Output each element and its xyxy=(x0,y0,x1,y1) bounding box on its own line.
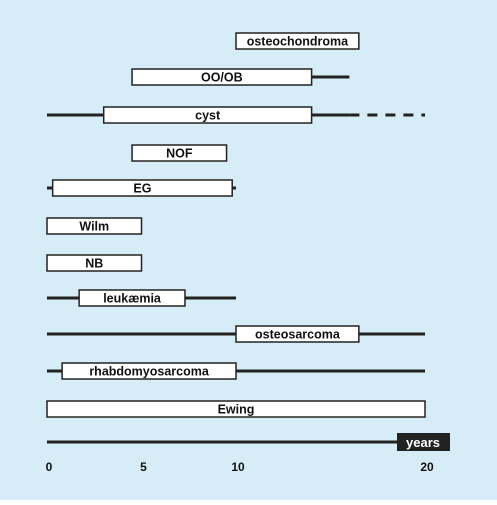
row-nb: NB xyxy=(46,254,143,272)
range-box xyxy=(51,179,233,197)
row-label: Ewing xyxy=(218,403,255,417)
range-box xyxy=(102,106,313,124)
tick-label: 5 xyxy=(140,460,147,474)
range-box xyxy=(46,254,143,272)
row-label: NB xyxy=(85,257,103,271)
tick-label: 20 xyxy=(420,460,434,474)
tick-label: 0 xyxy=(46,460,53,474)
range-box xyxy=(78,289,186,307)
row-label: OO/OB xyxy=(201,71,243,85)
range-box xyxy=(131,68,313,86)
row-label: rhabdomyosarcoma xyxy=(89,365,210,379)
axis-label-box xyxy=(397,433,450,451)
axis-label: years xyxy=(406,435,440,450)
row-label: Wilm xyxy=(79,220,109,234)
range-box xyxy=(46,400,426,418)
row-label: EG xyxy=(133,182,151,196)
range-box xyxy=(235,32,360,50)
range-box xyxy=(61,362,237,380)
row-ewing: Ewing xyxy=(46,400,426,418)
range-box xyxy=(131,144,228,162)
range-box xyxy=(235,325,360,343)
row-cyst: cyst xyxy=(47,106,425,124)
row-label: osteochondroma xyxy=(247,35,349,49)
x-axis: years 0 5 10 20 xyxy=(46,433,450,474)
row-nof: NOF xyxy=(131,144,228,162)
row-label: NOF xyxy=(166,147,193,161)
row-osteochondroma: osteochondroma xyxy=(235,32,360,50)
row-label: cyst xyxy=(195,109,221,123)
row-oo-ob: OO/OB xyxy=(131,68,350,86)
row-leuk-mia: leukæmia xyxy=(47,289,236,307)
row-eg: EG xyxy=(47,179,236,197)
range-box xyxy=(46,217,143,235)
row-rhabdomyosarcoma: rhabdomyosarcoma xyxy=(47,362,425,380)
row-osteosarcoma: osteosarcoma xyxy=(47,325,425,343)
tick-label: 10 xyxy=(231,460,245,474)
row-label: osteosarcoma xyxy=(255,328,341,342)
row-label: leukæmia xyxy=(103,292,162,306)
row-wilm: Wilm xyxy=(46,217,143,235)
